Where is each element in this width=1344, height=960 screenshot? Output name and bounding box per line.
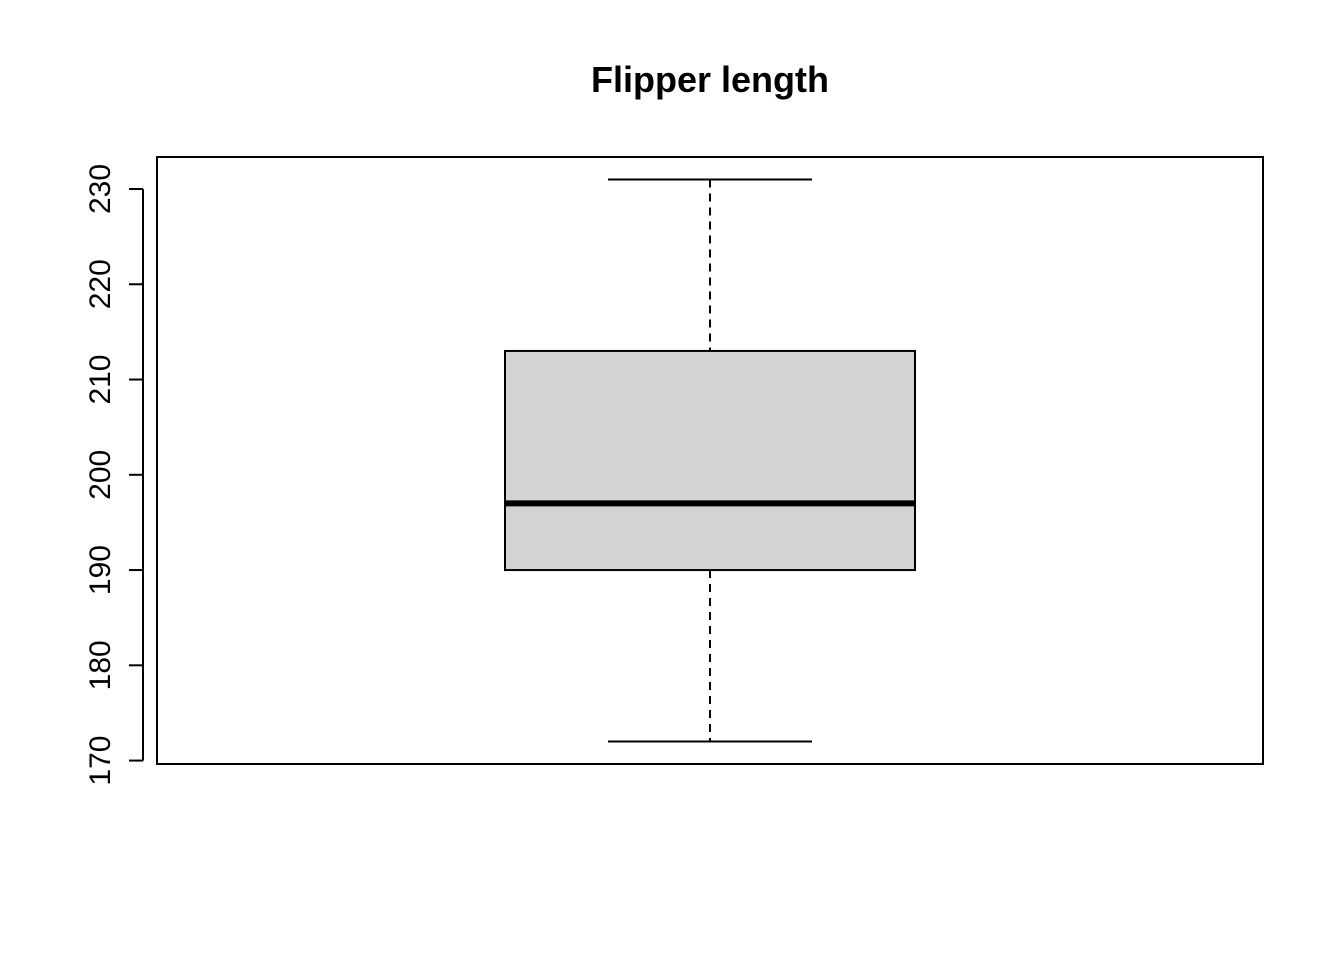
boxplot (504, 178, 916, 743)
plot-frame (156, 156, 1264, 765)
y-tick-label: 170 (84, 736, 117, 786)
y-axis-ticks: 170 180 190 200 210 220 230 (84, 164, 143, 786)
iqr-box (504, 349, 916, 572)
y-tick-label: 200 (84, 450, 117, 500)
chart-title: Flipper length (591, 59, 829, 100)
y-tick-label: 180 (84, 640, 117, 690)
y-tick-label: 220 (84, 259, 117, 309)
y-tick-label: 190 (84, 545, 117, 595)
y-tick-label: 210 (84, 354, 117, 404)
y-tick-label: 230 (84, 164, 117, 214)
